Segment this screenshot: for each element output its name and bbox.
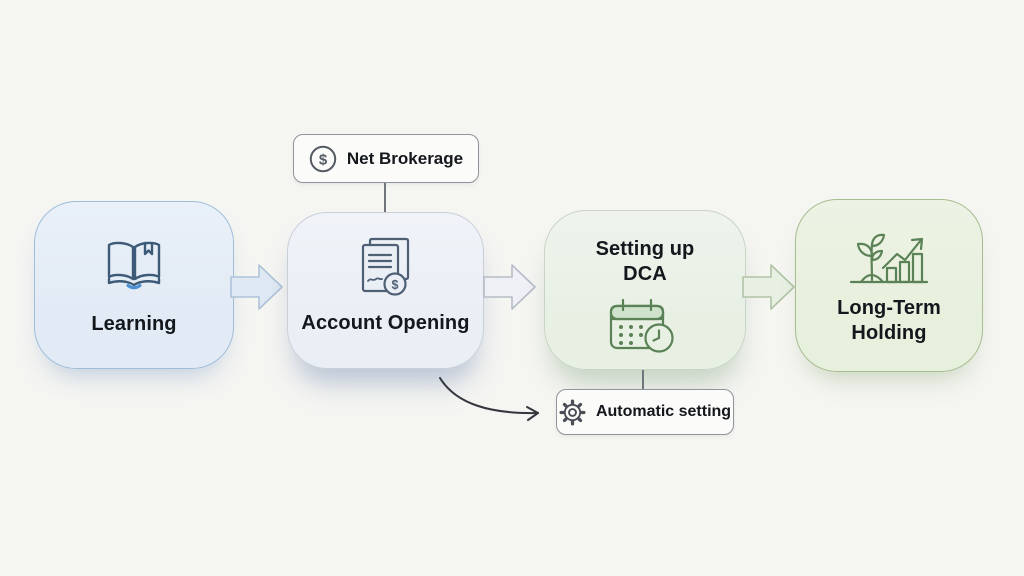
curved-arrow xyxy=(439,377,539,421)
callout-automatic-setting: Automatic setting xyxy=(556,389,734,435)
gear-icon xyxy=(559,398,586,426)
step-label-setting-up-dca: Setting up DCA xyxy=(596,237,695,287)
book-spine-accent xyxy=(126,284,142,290)
step-setting-up-dca: Setting up DCA xyxy=(544,210,746,370)
dollar-circle-icon: $ xyxy=(309,145,337,172)
open-book-icon xyxy=(107,241,161,290)
flow-arrow-3 xyxy=(742,264,795,310)
calendar-clock-icon xyxy=(609,298,674,353)
flow-arrow-1 xyxy=(230,264,283,310)
flow-arrow-2 xyxy=(483,264,536,310)
step-label-line2: DCA xyxy=(623,263,667,285)
step-long-term-holding: Long-Term Holding xyxy=(795,199,983,372)
connector-automatic-line xyxy=(642,370,644,389)
step-label-line1: Long-Term xyxy=(837,297,941,319)
connector-brokerage-line xyxy=(384,183,386,212)
svg-text:$: $ xyxy=(319,151,328,168)
step-label-line2: Holding xyxy=(851,322,927,344)
step-account-opening: $ Account Opening xyxy=(287,212,484,369)
svg-text:$: $ xyxy=(391,278,398,292)
document-signature-dollar-icon: $ xyxy=(361,237,409,296)
growth-chart-plant-icon xyxy=(849,233,929,284)
callout-label: Automatic setting xyxy=(595,403,732,420)
step-learning: Learning xyxy=(34,201,234,369)
callout-net-brokerage: $ Net Brokerage xyxy=(293,134,479,183)
step-label-long-term-holding: Long-Term Holding xyxy=(837,296,941,346)
callout-label: Net Brokerage xyxy=(346,148,464,168)
step-label-line1: Setting up xyxy=(595,238,695,260)
step-label-account-opening: Account Opening xyxy=(301,312,470,334)
step-label-learning: Learning xyxy=(91,313,177,335)
